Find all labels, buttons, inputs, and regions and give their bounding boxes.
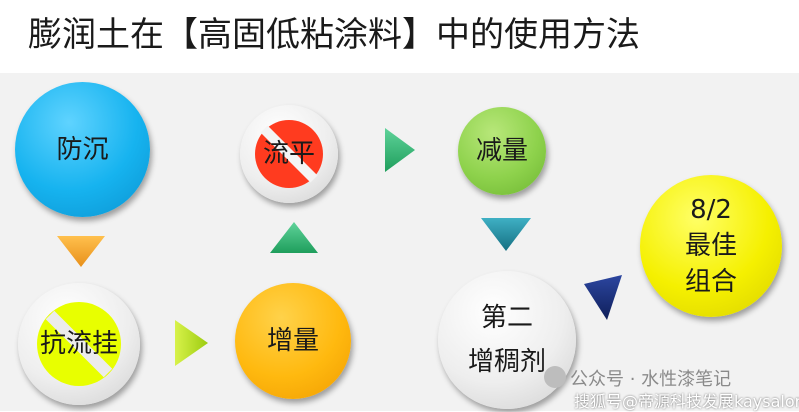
node-reduce-label: 减量 <box>475 136 528 166</box>
node-anti-flow-label: 抗流挂 <box>39 329 118 359</box>
node-thickener-line2: 增稠剂 <box>467 347 546 377</box>
node-leveling-label: 流平 <box>262 139 315 169</box>
arrow-down-navy <box>584 275 622 320</box>
node-anti-flow: 抗流挂 <box>18 283 140 405</box>
anti-flow-stripe <box>37 302 121 386</box>
node-best-combo: 8/2 最佳 组合 <box>640 175 782 317</box>
node-increase-label: 增量 <box>266 326 319 356</box>
node-leveling: 流平 <box>240 105 338 203</box>
node-anti-settling-label: 防沉 <box>56 134 109 165</box>
sohu-watermark: 搜狐号@帝源科技发展kaysalor <box>574 392 799 411</box>
node-thickener: 第二 增稠剂 <box>438 271 576 409</box>
arrow-down-teal <box>481 218 531 251</box>
node-thickener-line1: 第二 <box>480 303 533 333</box>
node-best-line1: 8/2 <box>690 195 732 225</box>
arrow-up-green <box>270 222 318 253</box>
node-reduce: 减量 <box>458 107 546 195</box>
arrow-down-orange <box>57 236 105 267</box>
node-increase: 增量 <box>235 283 351 399</box>
page-title: 膨润土在【高固低粘涂料】中的使用方法 <box>28 15 640 55</box>
node-best-line3: 组合 <box>684 267 737 297</box>
wechat-watermark: 公众号 · 水性漆笔记 <box>570 369 732 390</box>
arrow-right-green <box>385 128 415 172</box>
node-anti-settling: 防沉 <box>15 82 150 217</box>
wechat-icon <box>544 366 566 388</box>
leveling-stripe <box>255 120 323 188</box>
node-best-line2: 最佳 <box>684 231 737 261</box>
arrow-right-lime <box>175 320 208 366</box>
